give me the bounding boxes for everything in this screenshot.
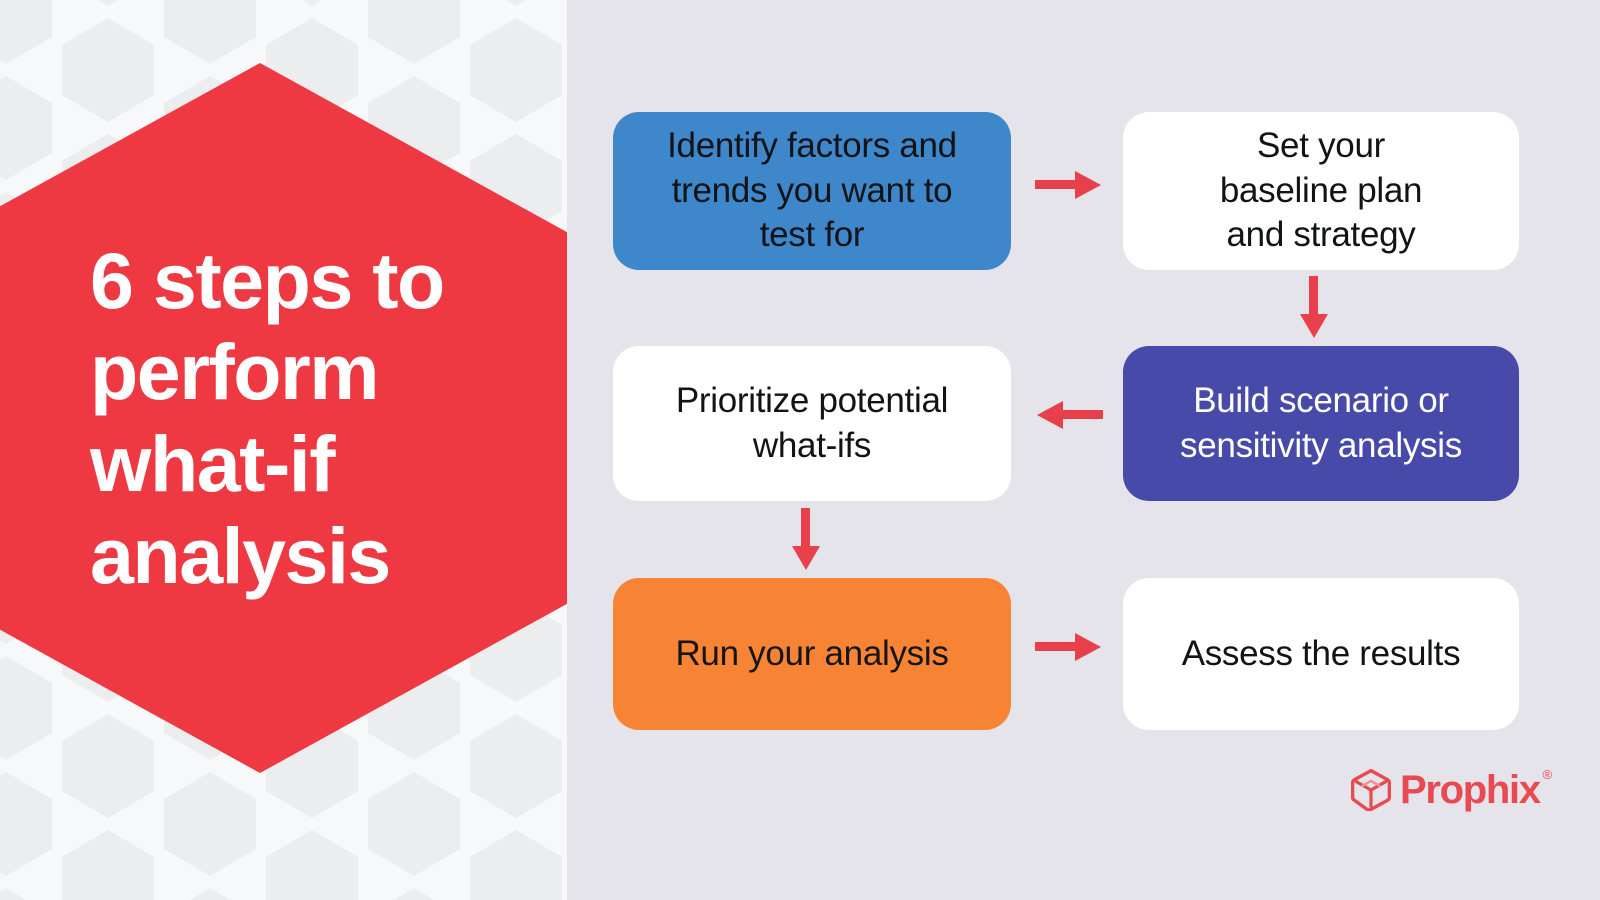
flow-node-set-baseline[interactable]: Set your baseline plan and strategy [1123, 112, 1519, 270]
flow-node-identify-factors[interactable]: Identify factors and trends you want to … [613, 112, 1011, 270]
hexagon-pattern-cell [0, 0, 52, 64]
arrow-down-icon-step2-to-step3 [1297, 276, 1331, 340]
registered-trademark-symbol: ® [1542, 767, 1553, 782]
hexagon-pattern-cell [164, 772, 256, 876]
hexagon-pattern-cell [62, 714, 154, 818]
arrow-right-icon-step1-to-step2 [1035, 168, 1103, 202]
hexagon-pattern-cell [266, 830, 358, 900]
hexagon-pattern-cell [62, 830, 154, 900]
arrow-down-icon-step4-to-step5 [789, 508, 823, 572]
hexagon-pattern-cell [368, 0, 460, 64]
hexagon-pattern-cell [0, 76, 52, 180]
hexagon-pattern-cell [368, 772, 460, 876]
process-flow-diagram: Identify factors and trends you want to … [567, 0, 1600, 900]
hexagon-pattern-cell [62, 0, 154, 6]
hexagon-cube-icon [1351, 769, 1391, 811]
hexagon-pattern-cell [368, 888, 460, 900]
hero-hexagon-badge: 6 steps to perform what-if analysis [0, 63, 567, 773]
logo-wordmark-text: Prophix [1400, 768, 1541, 812]
hexagon-pattern-cell [0, 772, 52, 876]
left-panel: 6 steps to perform what-if analysis [0, 0, 567, 900]
hexagon-pattern-cell [164, 888, 256, 900]
hexagon-pattern-cell [0, 888, 52, 900]
hexagon-pattern-cell [470, 0, 562, 6]
page-title: 6 steps to perform what-if analysis [90, 235, 445, 600]
hexagon-pattern-cell [470, 830, 562, 900]
arrow-left-icon-step3-to-step4 [1035, 398, 1103, 432]
hexagon-pattern-cell [470, 714, 562, 818]
arrow-right-icon-step5-to-step6 [1035, 630, 1103, 664]
hexagon-pattern-cell [0, 656, 52, 760]
prophix-logo: Prophix ® [1351, 768, 1552, 812]
flow-node-prioritize-whatifs[interactable]: Prioritize potential what-ifs [613, 346, 1011, 501]
flow-node-build-scenario[interactable]: Build scenario or sensitivity analysis [1123, 346, 1519, 501]
hexagon-pattern-cell [266, 0, 358, 6]
hexagon-pattern-cell [164, 0, 256, 64]
logo-wordmark: Prophix ® [1400, 768, 1552, 812]
hexagon-pattern-cell [62, 18, 154, 122]
flow-node-assess-results[interactable]: Assess the results [1123, 578, 1519, 730]
hexagon-pattern-cell [470, 18, 562, 122]
flow-node-run-analysis[interactable]: Run your analysis [613, 578, 1011, 730]
